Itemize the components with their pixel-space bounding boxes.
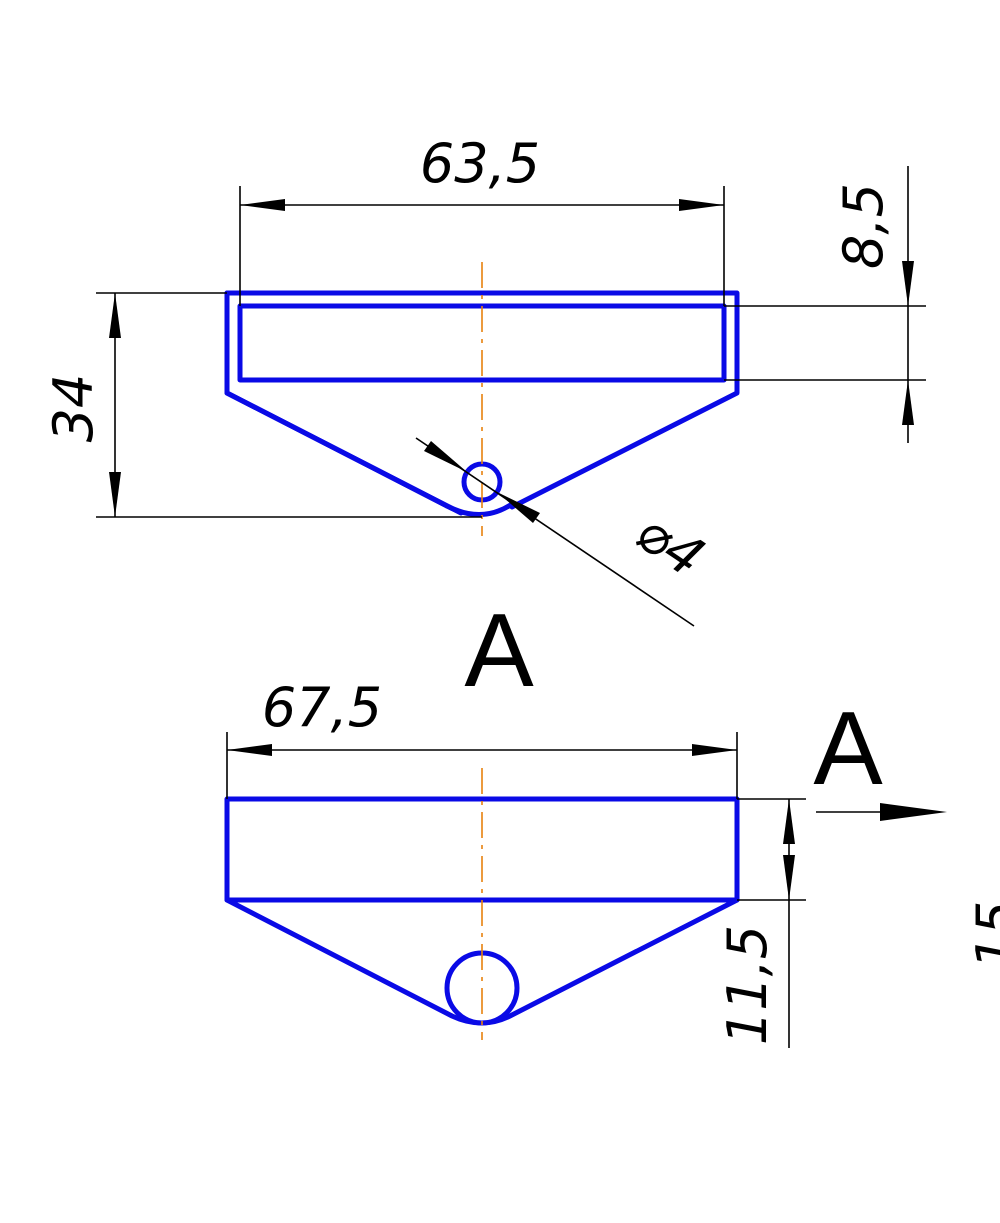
dimension-arrow <box>240 199 285 211</box>
bottom-view <box>224 768 740 1040</box>
dimension-top-thickness: 8,5 <box>724 166 926 443</box>
cut-marker: A <box>813 691 947 821</box>
section-view-label: A <box>464 593 534 709</box>
dimension-bottom-width: 67,5 <box>226 676 738 799</box>
dimension-arrow <box>902 380 914 425</box>
dimension-label-67-5: 67,5 <box>262 676 382 739</box>
dimension-arrow <box>692 744 737 756</box>
dimension-label-34: 34 <box>42 374 105 443</box>
dimension-top-height: 34 <box>42 292 482 518</box>
top-view <box>224 262 740 536</box>
dimension-arrow <box>109 293 121 338</box>
top-view-outer-side <box>224 290 450 509</box>
dimension-label-11-5: 11,5 <box>716 925 779 1045</box>
dimension-arrow <box>902 261 914 306</box>
dimension-arrow <box>424 441 467 472</box>
dimension-label-diameter-4: ⌀4 <box>625 500 716 590</box>
dimension-hole-diameter: ⌀4 <box>415 437 716 627</box>
dimension-bottom-depth: 11,5 <box>716 798 806 1048</box>
dimension-label-8-5: 8,5 <box>832 183 895 269</box>
dimension-arrow <box>679 199 724 211</box>
dimension-arrow <box>227 744 272 756</box>
cut-marker-arrow <box>880 803 947 821</box>
dimension-arrow <box>783 799 795 844</box>
dimension-arrow <box>109 472 121 517</box>
top-view-bottom-arc <box>444 501 515 517</box>
dimension-label-63-5: 63,5 <box>420 132 540 195</box>
cut-marker-label: A <box>813 691 883 807</box>
dimension-top-width: 63,5 <box>239 132 725 306</box>
cropped-dimension-label: 15 <box>965 901 1000 970</box>
dimension-arrow <box>497 492 540 523</box>
dimension-arrow <box>783 855 795 900</box>
